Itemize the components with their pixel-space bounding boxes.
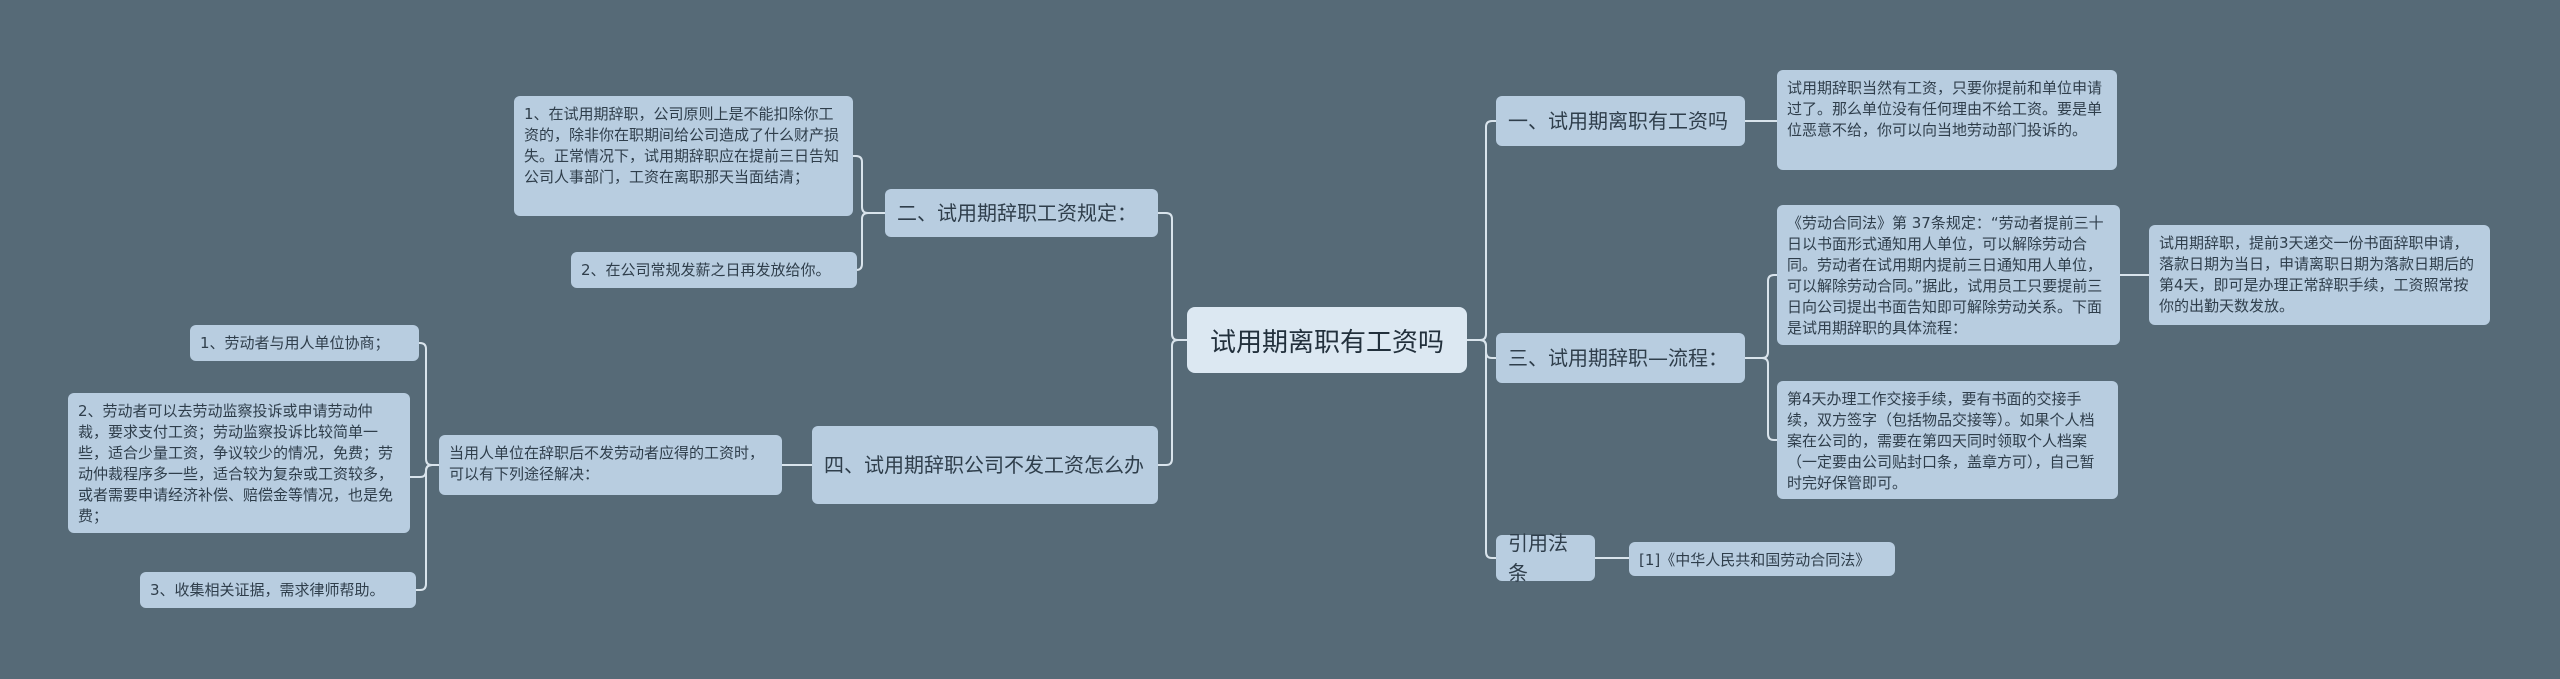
- connector-root-to-b1: [1466, 120, 1497, 341]
- leaf-node-b1-1[interactable]: 试用期辞职当然有工资，只要你提前和单位申请过了。那么单位没有任何理由不给工资。要…: [1777, 70, 2117, 170]
- leaf-node-b3-1-1[interactable]: 试用期辞职，提前3天递交一份书面辞职申请，落款日期为当日，申请离职日期为落款日期…: [2149, 225, 2490, 325]
- connector-root-to-b2: [1157, 212, 1188, 341]
- branch-node-b2[interactable]: 二、试用期辞职工资规定：: [885, 189, 1158, 237]
- connector-b3-to-leaf1: [1744, 274, 1778, 359]
- connector-root-to-b5: [1479, 339, 1497, 559]
- leaf-node-b5-1[interactable]: [1]《中华人民共和国劳动合同法》: [1629, 542, 1895, 576]
- branch-node-b4[interactable]: 四、试用期辞职公司不发工资怎么办: [812, 426, 1158, 504]
- leaf-node-b4-1-3[interactable]: 3、收集相关证据，需求律师帮助。: [140, 572, 416, 608]
- connector-b4leaf-to-child3: [415, 464, 433, 591]
- branch-node-b1[interactable]: 一、试用期离职有工资吗: [1496, 96, 1745, 146]
- connector-b4leaf-to-child1: [418, 342, 440, 466]
- leaf-node-b4-1-2[interactable]: 2、劳动者可以去劳动监察投诉或申请劳动仲裁，要求支付工资；劳动监察投诉比较简单一…: [68, 393, 410, 533]
- leaf-node-b3-2[interactable]: 第4天办理工作交接手续，要有书面的交接手续，双方签字（包括物品交接等）。如果个人…: [1777, 381, 2118, 499]
- leaf-node-b2-1[interactable]: 1、在试用期辞职，公司原则上是不能扣除你工资的，除非你在职期间给公司造成了什么财…: [514, 96, 853, 216]
- connector-b3-to-leaf2: [1761, 357, 1778, 441]
- branch-node-b5[interactable]: 引用法条: [1496, 531, 1595, 585]
- connector-b2-to-leaf1: [852, 155, 886, 214]
- leaf-node-b4-1-1[interactable]: 1、劳动者与用人单位协商；: [190, 325, 419, 361]
- leaf-node-b3-1[interactable]: 《劳动合同法》第 37条规定：“劳动者提前三十日以书面形式通知用人单位，可以解除…: [1777, 205, 2120, 345]
- branch-node-b3[interactable]: 三、试用期辞职—流程：: [1496, 333, 1745, 383]
- root-node[interactable]: 试用期离职有工资吗: [1187, 307, 1467, 373]
- leaf-node-b2-2[interactable]: 2、在公司常规发薪之日再发放给你。: [571, 252, 857, 288]
- leaf-node-b4-1[interactable]: 当用人单位在辞职后不发劳动者应得的工资时，可以有下列途径解决：: [439, 435, 782, 495]
- connector-root-to-b4: [1157, 339, 1179, 466]
- connector-b2-to-leaf2: [855, 212, 869, 271]
- connector-root-to-b3: [1479, 339, 1497, 359]
